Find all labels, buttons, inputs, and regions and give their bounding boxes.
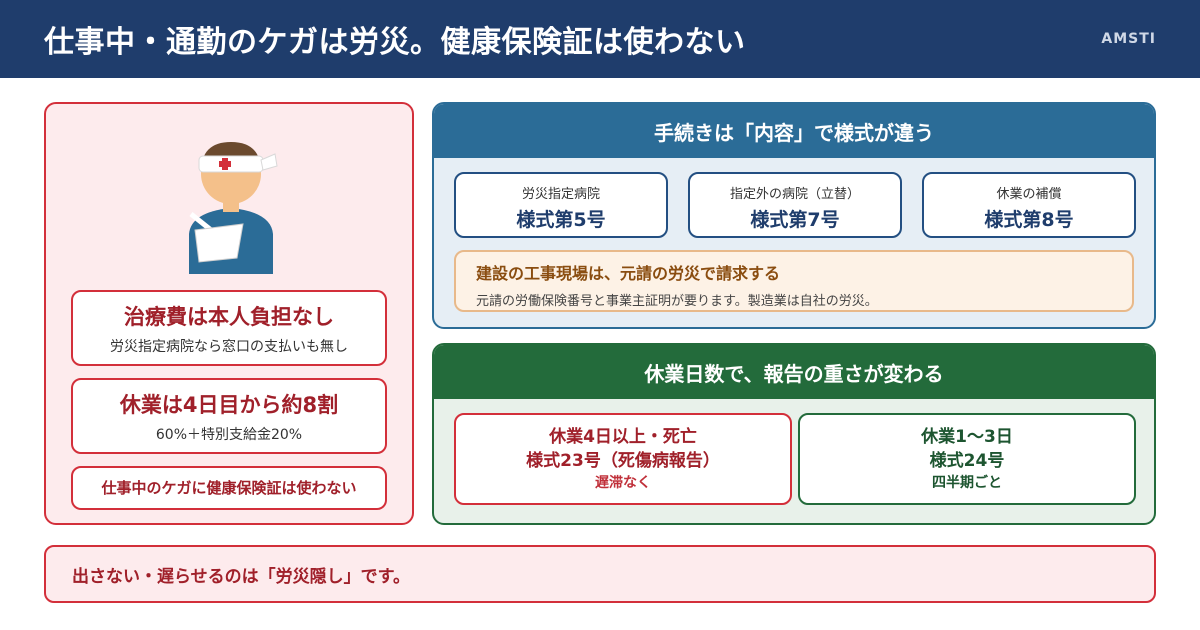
severe-case-card: 休業4日以上・死亡 様式23号（死傷病報告） 遅滞なく [454, 413, 792, 505]
construction-note: 建設の工事現場は、元請の労災で請求する 元請の労働保険番号と事業主証明が要ります… [454, 250, 1134, 312]
minor-case-condition: 休業1〜3日 [921, 427, 1013, 447]
leave-benefit-sub: 60%＋特別支給金20% [155, 427, 303, 443]
no-cost-title: 治療費は本人負担なし [124, 305, 334, 329]
minor-case-timing: 四半期ごと [932, 475, 1002, 491]
report-panel-title: 休業日数で、報告の重さが変わる [434, 345, 1154, 399]
severe-case-condition: 休業4日以上・死亡 [549, 427, 697, 447]
no-insurance-card-pill: 仕事中のケガに健康保険証は使わない [71, 466, 387, 510]
warning-text: 出さない・遅らせるのは「労災隠し」です。 [72, 566, 410, 587]
form-card-8: 休業の補償 様式第8号 [922, 172, 1136, 238]
severe-case-form: 様式23号（死傷病報告） [526, 451, 720, 471]
no-insurance-card-text: 仕事中のケガに健康保険証は使わない [101, 479, 357, 497]
benefits-panel: 治療費は本人負担なし 労災指定病院なら窓口の支払いも無し 休業は4日目から約8割… [44, 102, 414, 525]
form-card-value: 様式第5号 [516, 209, 606, 231]
form-card-5: 労災指定病院 様式第5号 [454, 172, 668, 238]
form-card-value: 様式第8号 [984, 209, 1074, 231]
form-card-value: 様式第7号 [750, 209, 840, 231]
form-card-7: 指定外の病院（立替） 様式第7号 [688, 172, 902, 238]
no-cost-sub: 労災指定病院なら窓口の支払いも無し [110, 339, 348, 355]
header-bar: 仕事中・通勤のケガは労災。健康保険証は使わない AMSTI [0, 0, 1200, 78]
form-card-label: 指定外の病院（立替） [729, 187, 860, 202]
page-title: 仕事中・通勤のケガは労災。健康保険証は使わない [44, 25, 746, 60]
warning-bar: 出さない・遅らせるのは「労災隠し」です。 [44, 545, 1156, 603]
brand-logo-text: AMSTI [1101, 31, 1156, 47]
minor-case-card: 休業1〜3日 様式24号 四半期ごと [798, 413, 1136, 505]
no-cost-pill: 治療費は本人負担なし 労災指定病院なら窓口の支払いも無し [71, 290, 387, 366]
forms-panel: 手続きは「内容」で様式が違う 労災指定病院 様式第5号 指定外の病院（立替） 様… [432, 102, 1156, 329]
form-card-label: 休業の補償 [996, 187, 1062, 202]
minor-case-form: 様式24号 [929, 451, 1005, 471]
injured-worker-icon [181, 134, 281, 274]
report-panel: 休業日数で、報告の重さが変わる 休業4日以上・死亡 様式23号（死傷病報告） 遅… [432, 343, 1156, 525]
leave-benefit-pill: 休業は4日目から約8割 60%＋特別支給金20% [71, 378, 387, 454]
forms-panel-title: 手続きは「内容」で様式が違う [434, 104, 1154, 158]
construction-note-sub: 元請の労働保険番号と事業主証明が要ります。製造業は自社の労災。 [476, 294, 878, 309]
leave-benefit-title: 休業は4日目から約8割 [119, 393, 339, 417]
form-card-label: 労災指定病院 [521, 187, 600, 202]
construction-note-title: 建設の工事現場は、元請の労災で請求する [476, 264, 781, 283]
severe-case-timing: 遅滞なく [595, 475, 651, 491]
